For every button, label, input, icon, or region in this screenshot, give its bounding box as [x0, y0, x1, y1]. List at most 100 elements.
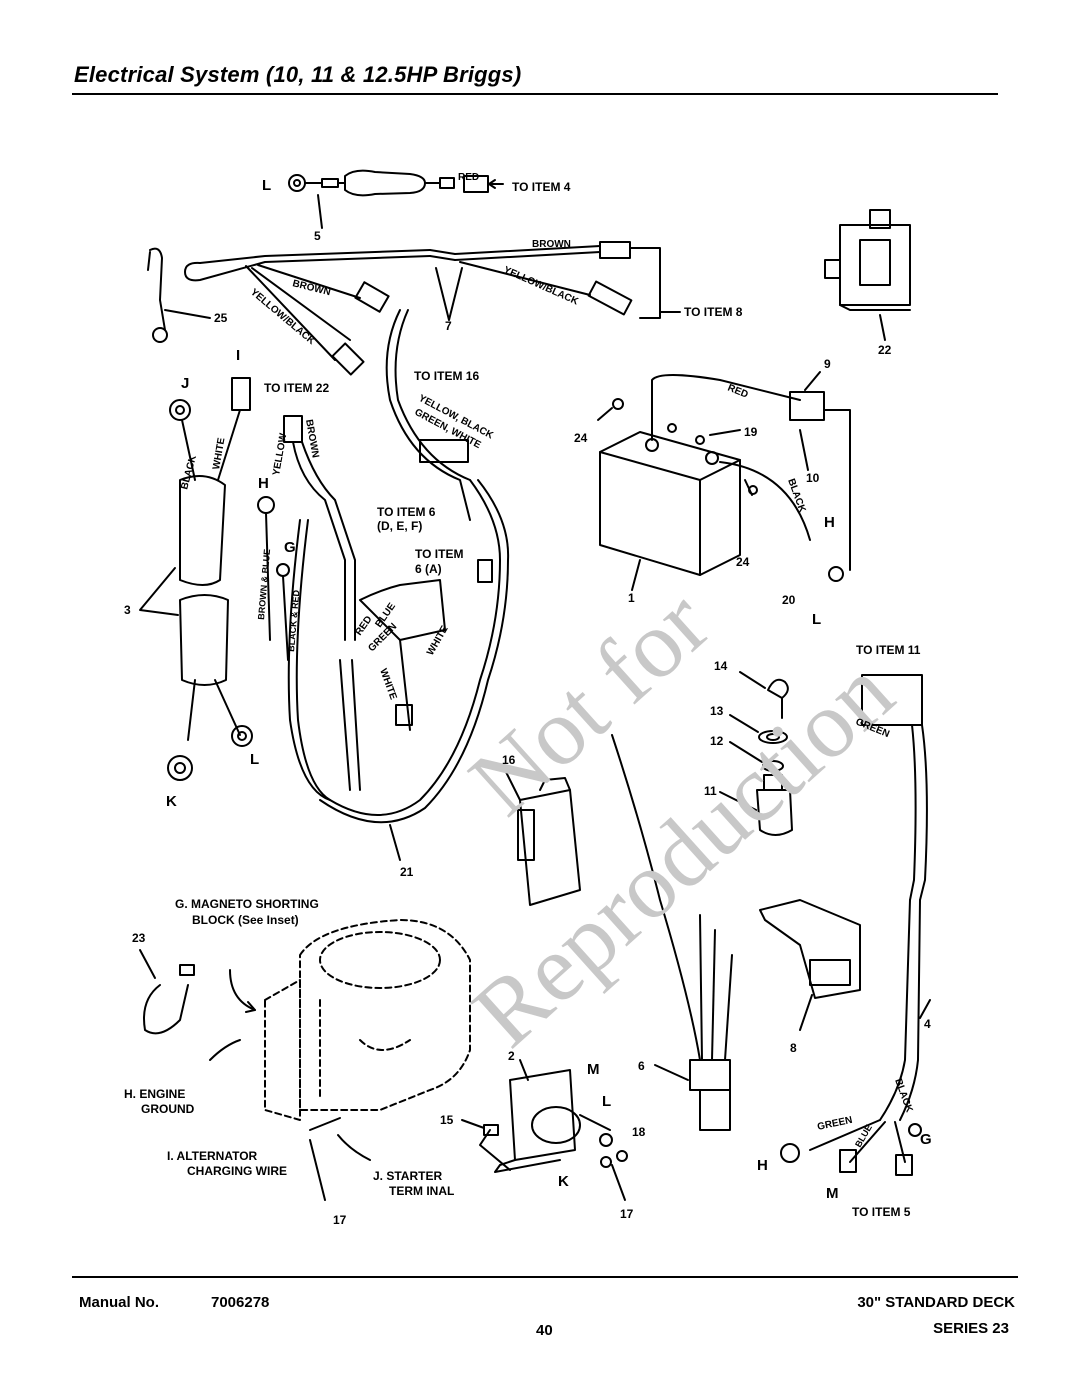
callout-to-item-6-a: TO ITEM	[415, 547, 463, 561]
callout-to-item-6-a-sub: 6 (A)	[415, 562, 442, 576]
part-number-10: 10	[806, 471, 820, 485]
part-number-3: 3	[124, 603, 131, 617]
solenoid-2	[461, 1059, 628, 1201]
part-number-24-bottom: 24	[736, 555, 750, 569]
part-number-13: 13	[710, 704, 724, 718]
wire-label-yellow-i: YELLOW	[271, 432, 289, 477]
inset-label-h-sub: GROUND	[141, 1102, 195, 1116]
part-number-7: 7	[445, 319, 452, 333]
callout-to-item-4: TO ITEM 4	[512, 180, 571, 194]
inset-label-i: I. ALTERNATOR	[167, 1149, 258, 1163]
part-number-17-right: 17	[620, 1207, 634, 1221]
wire-label-red-top: RED	[458, 172, 479, 183]
part-number-24-top: 24	[574, 431, 588, 445]
footer-series: SERIES 23	[933, 1320, 1009, 1337]
part-number-17-left: 17	[333, 1213, 347, 1227]
letter-l-left: L	[250, 751, 259, 768]
part-number-21: 21	[400, 865, 414, 879]
part-number-9: 9	[824, 357, 831, 371]
wire-label-green-4: GREEN	[816, 1115, 853, 1133]
part-number-16: 16	[502, 753, 516, 767]
wire-label-red-plug: RED	[353, 614, 374, 638]
inset-label-i-sub: CHARGING WIRE	[187, 1164, 287, 1178]
part-number-2: 2	[508, 1049, 515, 1063]
wire-label-red-battery: RED	[726, 383, 750, 401]
callout-to-item-11: TO ITEM 11	[856, 643, 921, 657]
letter-k: K	[166, 793, 177, 810]
part-number-4: 4	[924, 1017, 931, 1031]
letter-k-sol: K	[558, 1173, 569, 1190]
wire-6	[611, 734, 733, 1131]
wire-label-white-j: WHITE	[211, 437, 227, 471]
engine-inset	[264, 919, 471, 1121]
part-number-25: 25	[214, 311, 228, 325]
part-number-1: 1	[628, 591, 635, 605]
wire-label-yellow-black-right: YELLOW/BLACK	[502, 265, 581, 308]
letter-j: J	[181, 375, 189, 392]
inset-label-j: J. STARTER	[373, 1169, 442, 1183]
letter-g-left: G	[284, 539, 296, 556]
bracket-8	[759, 899, 861, 1031]
wire-label-brown-right: BROWN	[532, 239, 571, 250]
callout-to-item-8: TO ITEM 8	[684, 305, 743, 319]
part-number-15: 15	[440, 1113, 454, 1127]
wire-label-white-plug: WHITE	[425, 624, 451, 658]
inset-label-g-sub: BLOCK (See Inset)	[192, 913, 299, 927]
part-number-5: 5	[314, 229, 321, 243]
callout-to-item-16: TO ITEM 16	[414, 369, 479, 383]
page-title: Electrical System (10, 11 & 12.5HP Brigg…	[74, 62, 522, 87]
callout-to-item-22: TO ITEM 22	[264, 381, 329, 395]
harness-4	[780, 674, 931, 1176]
letter-h-left: H	[258, 475, 269, 492]
clamp-25	[147, 247, 211, 343]
letter-l-top: L	[262, 177, 271, 194]
key-switch-parts	[719, 671, 793, 836]
part-number-11: 11	[704, 784, 717, 798]
callout-to-item-5: TO ITEM 5	[852, 1205, 911, 1219]
footer-deck: 30" STANDARD DECK	[857, 1294, 1015, 1311]
part-number-6: 6	[638, 1059, 645, 1073]
wire-3-assembly	[139, 377, 253, 781]
wire-label-black-j: BLACK	[179, 453, 199, 490]
wire-label-black-4: BLACK	[892, 1077, 915, 1114]
footer-manual-number: 7006278	[211, 1294, 270, 1311]
part-number-18: 18	[632, 1125, 646, 1139]
letter-m-sol: M	[587, 1061, 600, 1078]
callout-to-item-6-def: TO ITEM 6	[377, 505, 436, 519]
inset-label-g: G. MAGNETO SHORTING	[175, 897, 319, 911]
part-number-23: 23	[132, 931, 146, 945]
part-number-8: 8	[790, 1041, 797, 1055]
part-number-22: 22	[878, 343, 892, 357]
part-number-12: 12	[710, 734, 724, 748]
wire-5-assembly	[288, 169, 504, 229]
letter-h-harness: H	[757, 1157, 768, 1174]
callout-to-item-6-def-sub: (D, E, F)	[377, 519, 422, 533]
part-number-19: 19	[744, 425, 758, 439]
battery-hardware	[597, 371, 821, 495]
wire-7-harness	[184, 241, 681, 376]
footer-page-number: 40	[536, 1322, 553, 1339]
inset-label-j-sub: TERM INAL	[389, 1184, 454, 1198]
footer-manual-label: Manual No.	[79, 1294, 160, 1311]
wire-label-yellow-black-left: YELLOW/BLACK	[248, 287, 317, 348]
wire-h-g	[257, 496, 290, 661]
main-harness-21	[283, 309, 510, 861]
switch-16	[504, 769, 581, 906]
footer-rule	[72, 1276, 1018, 1278]
letter-g-harness: G	[920, 1131, 932, 1148]
battery-1	[599, 374, 851, 591]
inset-label-h: H. ENGINE	[124, 1087, 185, 1101]
letter-i: I	[236, 347, 240, 364]
switch-22	[824, 209, 911, 341]
letter-l-sol: L	[602, 1093, 611, 1110]
wire-label-blue-4: BLUE	[853, 1123, 874, 1149]
inset-arrows	[139, 949, 371, 1201]
letter-h-battery: H	[824, 514, 835, 531]
letter-l-battery: L	[812, 611, 821, 628]
wire-label-white-lower: WHITE	[377, 667, 398, 701]
part-number-20: 20	[782, 593, 796, 607]
title-rule	[72, 93, 998, 95]
part-number-14: 14	[714, 659, 728, 673]
letter-m-harness: M	[826, 1185, 839, 1202]
